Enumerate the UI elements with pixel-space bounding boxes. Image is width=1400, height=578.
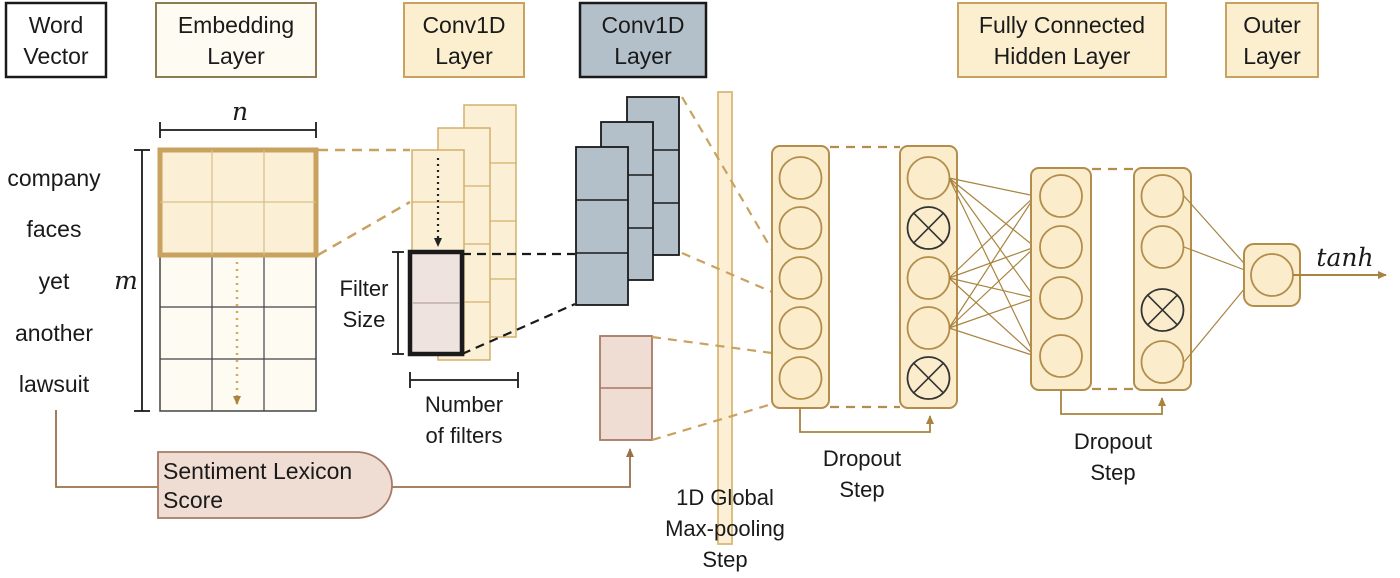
- word-item: yet: [39, 268, 70, 294]
- header-word-vector: Word Vector: [4, 1, 108, 79]
- dropout-1-line1: Dropout: [823, 446, 901, 471]
- header-embedding-line1: Embedding: [178, 12, 294, 38]
- header-fully-connected: Fully Connected Hidden Layer: [957, 2, 1167, 78]
- word-item: faces: [27, 216, 82, 242]
- header-word-vector-line1: Word: [29, 12, 84, 38]
- output-connections: [1183, 195, 1251, 363]
- header-outer-line2: Layer: [1243, 43, 1301, 69]
- dropped-neuron-icon: [906, 356, 951, 400]
- header-conv1d-a-line1: Conv1D: [422, 12, 505, 38]
- max-pooling-line1: 1D Global: [676, 485, 774, 510]
- sentiment-lexicon-box: Sentiment Lexicon Score: [157, 451, 393, 519]
- dropped-neuron-icon: [906, 206, 951, 250]
- dimension-m-label: m: [114, 266, 138, 295]
- conv1d-a-stack: [407, 104, 517, 361]
- header-embedding-layer: Embedding Layer: [155, 2, 317, 78]
- filter-size-line2: Size: [343, 307, 386, 332]
- word-item: company: [7, 165, 101, 191]
- header-conv1d-a-line2: Layer: [435, 43, 493, 69]
- dense-layer-2: [1030, 167, 1092, 391]
- embedding-matrix: [157, 147, 319, 412]
- number-of-filters-line1: Number: [425, 392, 503, 417]
- sentiment-lexicon-line2: Score: [163, 487, 223, 513]
- sentiment-lexicon-line1: Sentiment Lexicon: [163, 458, 352, 484]
- dropout-2-line1: Dropout: [1074, 429, 1152, 454]
- word-item: lawsuit: [19, 371, 90, 397]
- dimension-n-label: n: [232, 97, 248, 126]
- header-conv1d-a: Conv1D Layer: [403, 2, 525, 78]
- activation-label: tanh: [1316, 243, 1373, 272]
- max-pooling-line3: Step: [702, 547, 747, 572]
- header-conv1d-b-line2: Layer: [614, 43, 672, 69]
- header-conv1d-b-line1: Conv1D: [601, 12, 684, 38]
- dropped-neuron-icon: [1140, 288, 1185, 332]
- dropout-2-line2: Step: [1090, 460, 1135, 485]
- max-pooling-label: 1D Global Max-pooling Step: [665, 485, 785, 572]
- number-of-filters-line2: of filters: [425, 423, 502, 448]
- dropout-step-2-label: Dropout Step: [1074, 429, 1152, 485]
- header-word-vector-line2: Vector: [23, 43, 89, 69]
- max-pooling-bar: [717, 91, 733, 545]
- fc-connections: [948, 177, 1036, 357]
- header-outer-line1: Outer: [1243, 12, 1301, 38]
- conv1d-b-stack: [575, 96, 680, 306]
- header-outer-layer: Outer Layer: [1225, 2, 1319, 78]
- number-of-filters-annotation: Number of filters: [409, 372, 519, 448]
- dimension-n: n: [159, 97, 317, 138]
- output-neuron: [1243, 243, 1301, 307]
- header-conv1d-b: Conv1D Layer: [578, 1, 708, 79]
- filter-size-annotation: Filter Size: [340, 251, 404, 355]
- dense-layer-1: [771, 145, 830, 409]
- header-embedding-line2: Layer: [207, 43, 265, 69]
- lexicon-score-vector: [599, 335, 653, 441]
- dimension-m: m: [114, 149, 150, 412]
- filter-size-line1: Filter: [340, 276, 389, 301]
- word-list: company faces yet another lawsuit: [7, 165, 101, 397]
- dropout-1-line2: Step: [839, 477, 884, 502]
- dropout-layer-1: [899, 145, 958, 409]
- max-pooling-line2: Max-pooling: [665, 516, 785, 541]
- header-fc-line2: Hidden Layer: [994, 43, 1131, 69]
- dropout-step-1-label: Dropout Step: [823, 446, 901, 502]
- header-fc-line1: Fully Connected: [979, 12, 1145, 38]
- dropout-layer-2: [1133, 167, 1192, 391]
- word-item: another: [15, 320, 93, 346]
